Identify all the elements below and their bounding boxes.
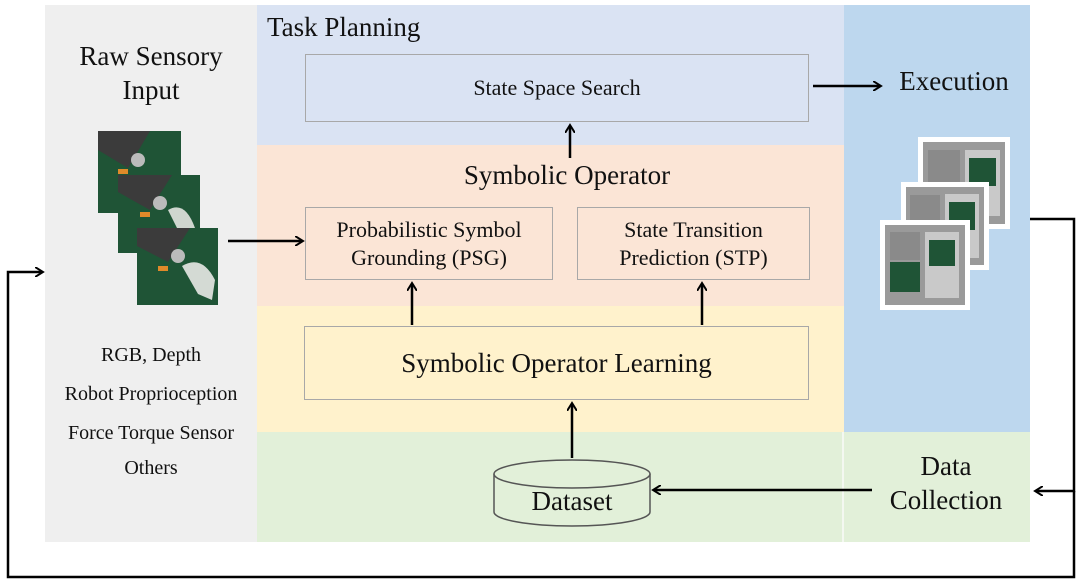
stp-box: State Transition Prediction (STP)	[577, 207, 810, 280]
symbolic-operator-learning-box: Symbolic Operator Learning	[304, 326, 809, 400]
symbolic-operator-title: Symbolic Operator	[463, 160, 671, 190]
task-planning-title: Task Planning	[267, 12, 421, 42]
sensor-item: RGB, Depth	[101, 344, 201, 366]
data-collection-divider	[842, 432, 844, 542]
sensor-item: Robot Proprioception	[64, 383, 238, 405]
dataset-label: Dataset	[531, 486, 613, 516]
data-collection-title: Data Collection	[889, 451, 1003, 515]
raw-sensory-input-title: Raw Sensory Input	[79, 41, 223, 105]
sensor-item: Others	[124, 457, 178, 479]
sensor-item: Force Torque Sensor	[68, 422, 234, 444]
arrow-execution-to-collection	[1030, 217, 1076, 491]
psg-box: Probabilistic Symbol Grounding (PSG)	[305, 207, 553, 280]
state-space-search-box: State Space Search	[305, 54, 809, 122]
execution-title: Execution	[899, 66, 1009, 96]
